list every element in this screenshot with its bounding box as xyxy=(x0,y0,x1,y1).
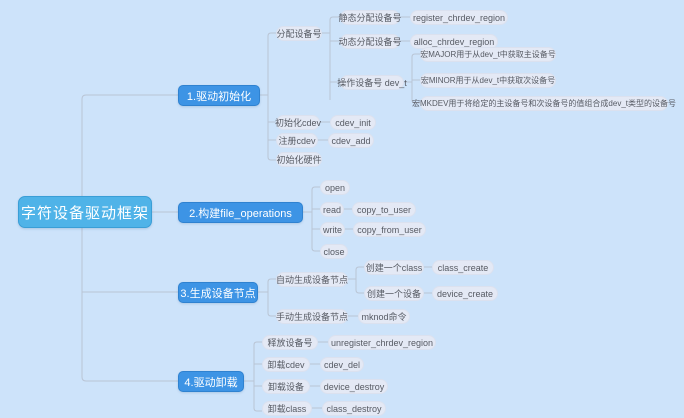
node-create-class[interactable]: 创建一个class xyxy=(364,260,424,275)
node-mknod-command[interactable]: mknod命令 xyxy=(358,309,410,324)
node-auto-create-device-node[interactable]: 自动生成设备节点 xyxy=(276,272,348,287)
node-unload-class[interactable]: 卸载class xyxy=(262,401,312,416)
node-static-allocate[interactable]: 静态分配设备号 xyxy=(339,10,402,25)
node-read[interactable]: read xyxy=(320,202,344,217)
node-copy-to-user[interactable]: copy_to_user xyxy=(352,202,416,217)
node-unload-cdev[interactable]: 卸载cdev xyxy=(262,357,310,372)
node-manual-create-device-node[interactable]: 手动生成设备节点 xyxy=(276,309,348,324)
node-cdev-init[interactable]: cdev_init xyxy=(330,115,376,130)
node-class-create[interactable]: class_create xyxy=(432,260,494,275)
node-device-create[interactable]: device_create xyxy=(432,286,498,301)
node-operate-dev-t[interactable]: 操作设备号 dev_t xyxy=(337,75,407,90)
node-cdev-add[interactable]: cdev_add xyxy=(328,133,374,148)
node-write[interactable]: write xyxy=(320,222,345,237)
node-cdev-del[interactable]: cdev_del xyxy=(320,357,364,372)
node-init-cdev[interactable]: 初始化cdev xyxy=(275,115,321,130)
node-register-cdev[interactable]: 注册cdev xyxy=(276,133,318,148)
node-dynamic-allocate[interactable]: 动态分配设备号 xyxy=(339,34,402,49)
node-macro-mkdev[interactable]: 宏MKDEV用于将给定的主设备号和次设备号的值组合成dev_t类型的设备号 xyxy=(412,96,676,111)
node-unload-device[interactable]: 卸载设备 xyxy=(262,379,310,394)
branch-node-driver-init[interactable]: 1.驱动初始化 xyxy=(178,85,260,106)
branch-node-driver-unload[interactable]: 4.驱动卸载 xyxy=(178,371,244,392)
node-allocate-device-number[interactable]: 分配设备号 xyxy=(276,26,322,41)
node-create-device[interactable]: 创建一个设备 xyxy=(364,286,424,301)
node-copy-from-user[interactable]: copy_from_user xyxy=(353,222,426,237)
node-register-chrdev-region[interactable]: register_chrdev_region xyxy=(410,10,508,25)
node-unregister-chrdev-region[interactable]: unregister_chrdev_region xyxy=(328,335,436,350)
branch-node-file-operations[interactable]: 2.构建file_operations xyxy=(178,202,303,223)
node-init-hardware[interactable]: 初始化硬件 xyxy=(276,152,322,167)
node-class-destroy[interactable]: class_destroy xyxy=(322,401,386,416)
node-device-destroy[interactable]: device_destroy xyxy=(320,379,388,394)
node-macro-minor[interactable]: 宏MINOR用于从dev_t中获取次设备号 xyxy=(420,73,556,88)
node-macro-major[interactable]: 宏MAJOR用于从dev_t中获取主设备号 xyxy=(420,47,556,62)
node-release-device-number[interactable]: 释放设备号 xyxy=(262,335,318,350)
branch-node-create-device-node[interactable]: 3.生成设备节点 xyxy=(178,282,258,303)
node-open[interactable]: open xyxy=(320,180,350,195)
node-close[interactable]: close xyxy=(320,244,348,259)
root-node[interactable]: 字符设备驱动框架 xyxy=(18,196,152,228)
